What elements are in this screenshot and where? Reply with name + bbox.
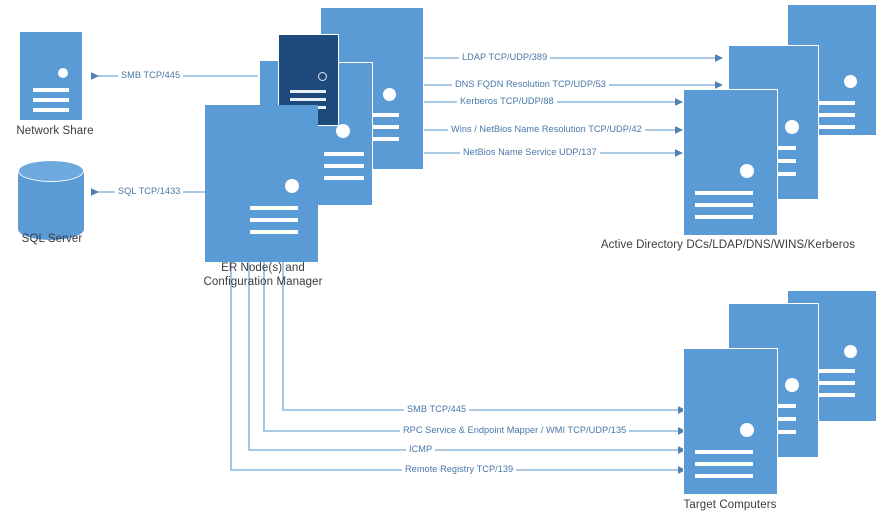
network-share-server-icon [20, 32, 82, 120]
sql-server-label: SQL Server [21, 233, 83, 245]
wire-label-icmp: ICMP [406, 444, 436, 455]
wire-label-ldap: LDAP TCP/UDP/389 [459, 52, 551, 63]
ad-server-front [683, 89, 778, 236]
network-share-label: Network Share [16, 125, 94, 137]
wire-label-remote-registry: Remote Registry TCP/139 [402, 464, 517, 475]
er-nodes-label: ER Node(s) and Configuration Manager [203, 262, 323, 288]
active-directory-label: Active Directory DCs/LDAP/DNS/WINS/Kerbe… [600, 239, 856, 251]
wire-label-dns: DNS FQDN Resolution TCP/UDP/53 [452, 79, 609, 90]
target-computers-label: Target Computers [683, 499, 777, 511]
er-node-server-front [205, 105, 318, 262]
wire-label-netbios: NetBios Name Service UDP/137 [460, 147, 600, 158]
wire-label-smb-targets: SMB TCP/445 [404, 404, 470, 415]
wire-label-rpc-wmi: RPC Service & Endpoint Mapper / WMI TCP/… [400, 425, 630, 436]
sql-server-database-cylinder-icon [18, 160, 84, 240]
wire-label-wins: Wins / NetBios Name Resolution TCP/UDP/4… [448, 124, 645, 135]
wire-label-kerberos: Kerberos TCP/UDP/88 [457, 96, 557, 107]
wire-icmp [248, 262, 686, 454]
er-node-server-middle [315, 62, 373, 206]
wire-label-sql: SQL TCP/1433 [115, 186, 184, 197]
wire-label-smb-network-share: SMB TCP/445 [118, 70, 184, 81]
target-server-front [683, 348, 778, 495]
wire-remote-registry [230, 262, 686, 474]
